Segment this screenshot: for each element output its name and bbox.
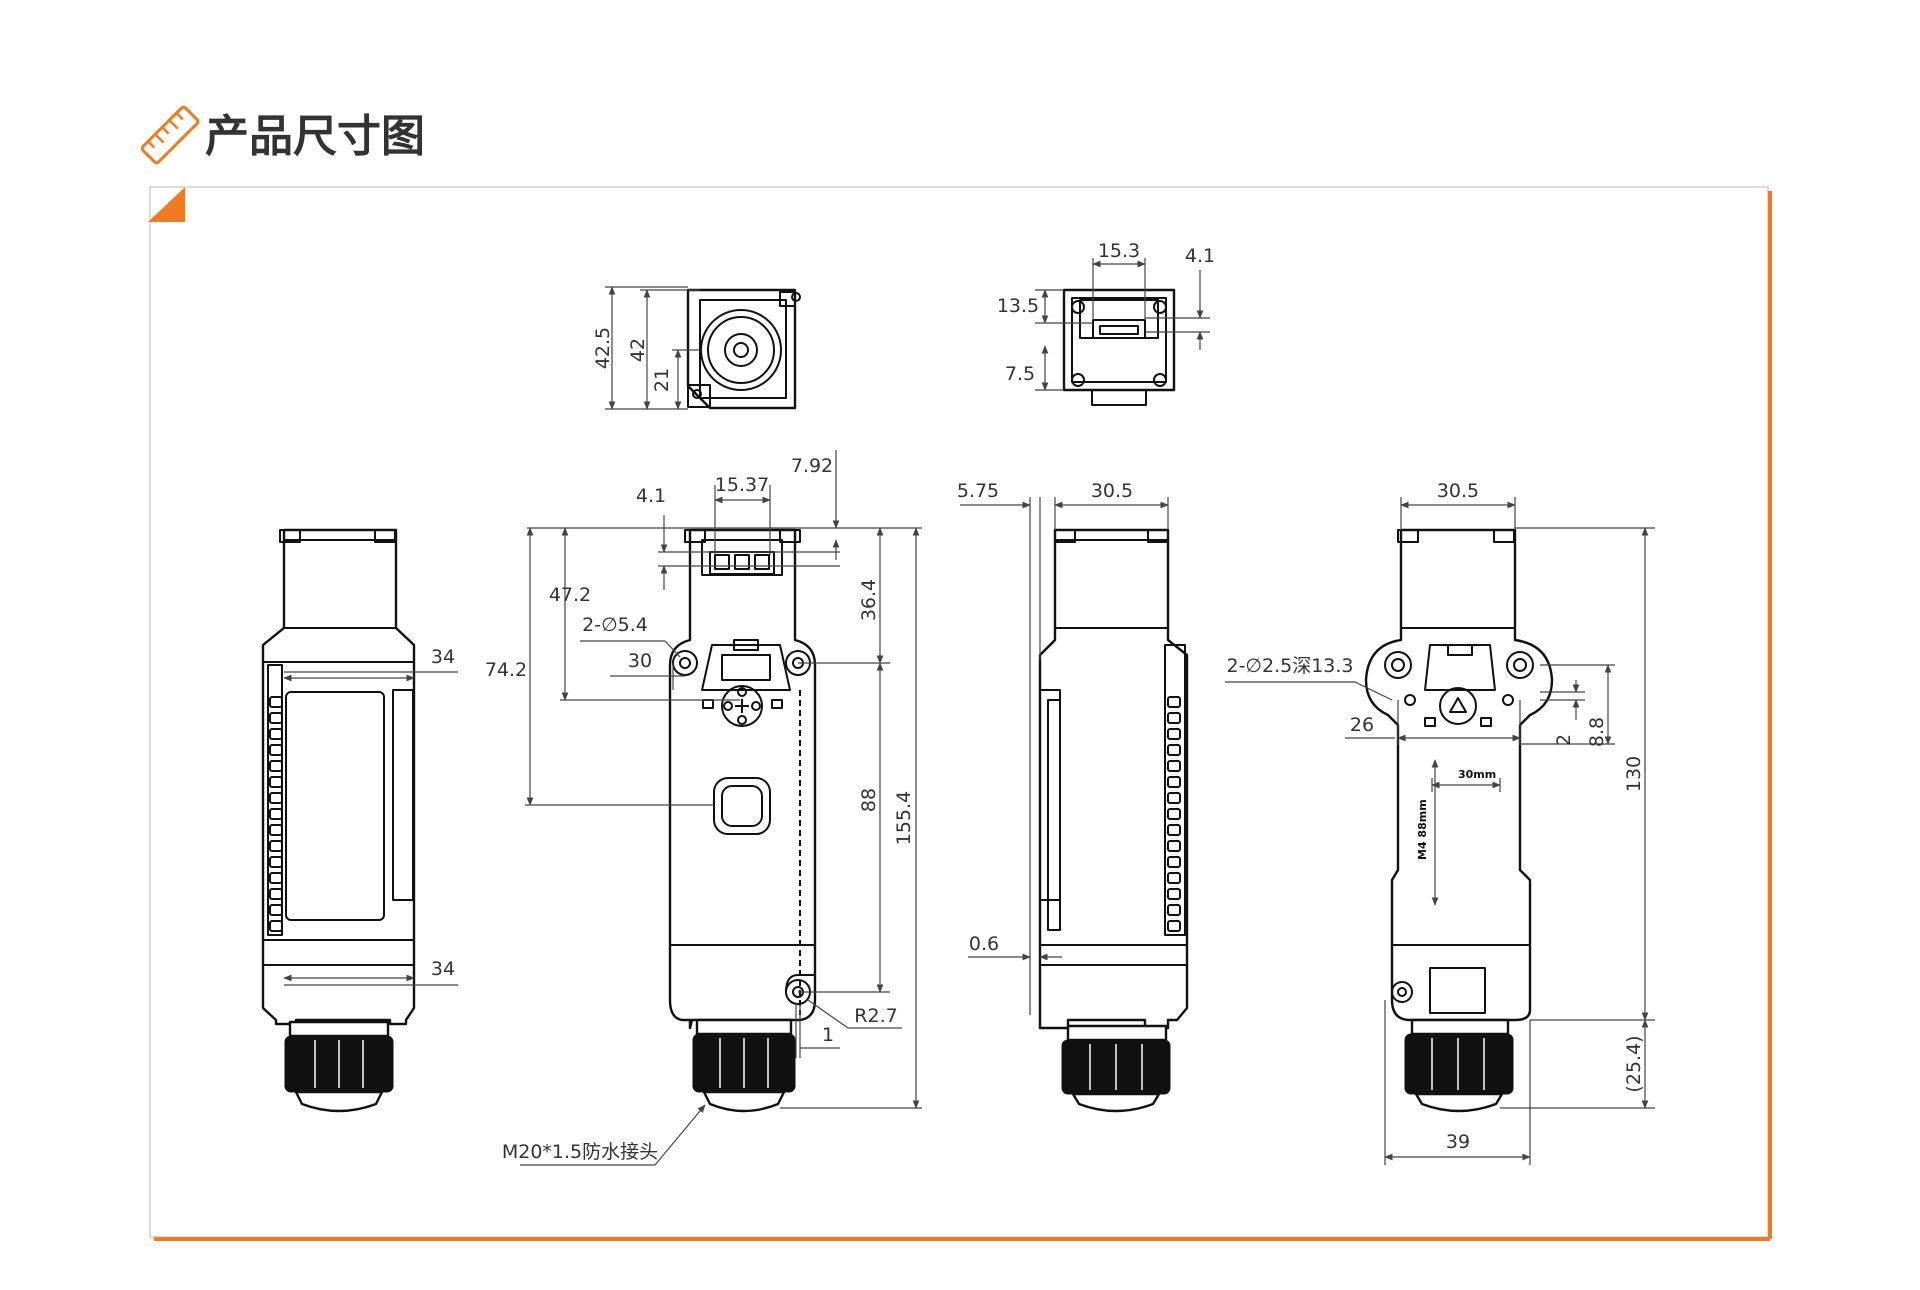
dim-15-37: 15.37 [715,474,769,496]
cable-gland-front [692,1018,796,1113]
dim-25-4: (25.4) [1623,1035,1645,1092]
cable-gland-left [284,1020,394,1113]
dim-7-92: 7.92 [791,455,833,477]
dim-47-2: 47.2 [549,584,591,606]
dim-2-phi-5-4: 2-∅5.4 [582,614,648,636]
side-view-right: 5.75 30.5 0.6 [957,480,1189,1113]
cable-gland-back [1404,1018,1514,1113]
dim-13-5: 13.5 [997,295,1039,317]
dim-42: 42 [627,338,649,362]
dim-2-back: 2 [1553,734,1575,746]
dim-30-5-back: 30.5 [1437,480,1479,502]
cable-gland-side-right [1061,1024,1171,1113]
unlock-icon-back [1480,717,1492,727]
dim-155-4: 155.4 [893,791,915,845]
slot-column-right [1167,696,1181,932]
dim-34-upper: 34 [431,646,455,668]
dim-21: 21 [651,368,673,392]
dim-7-5: 7.5 [1005,363,1035,385]
dim-26: 26 [1350,714,1374,736]
dim-4-1-top: 4.1 [1185,245,1215,267]
back-view: 30mm M4 88mm 30.5 2-∅2.5深13.3 26 2 [1225,480,1655,1165]
dim-4-1-front: 4.1 [636,485,666,507]
dim-0-6: 0.6 [969,933,999,955]
dim-30-5-side: 30.5 [1091,480,1133,502]
front-view: 7.92 15.37 4.1 47.2 2-∅5.4 30 74.2 36.4 … [485,450,922,1166]
dim-1: 1 [822,1024,834,1046]
marking-vertical: M4 88mm [1416,799,1429,860]
dim-2-phi-2-5: 2-∅2.5深13.3 [1226,655,1353,677]
dim-r2-7: R2.7 [854,1005,897,1027]
lock-icon-back [1424,717,1436,727]
dim-15-3: 15.3 [1098,240,1140,262]
dim-36-4: 36.4 [858,579,880,621]
dim-30-front: 30 [628,650,652,672]
slot-column [269,696,283,932]
dim-130: 130 [1623,756,1645,792]
marking-horizontal: 30mm [1458,768,1496,781]
corner-accent-shape [148,187,185,222]
top-end-view: 42.5 42 21 [592,286,801,410]
dim-5-75: 5.75 [957,480,999,502]
dim-34-lower: 34 [431,958,455,980]
ruler-icon [140,105,200,165]
side-view-left: 34 34 [261,528,458,1113]
top-plan-view: 15.3 4.1 13.5 7.5 [997,240,1215,406]
page-title: 产品尺寸图 [205,111,425,162]
connector-label: M20*1.5防水接头 [502,1141,658,1163]
dim-88: 88 [858,788,880,812]
dim-39: 39 [1446,1131,1470,1153]
dim-8-8: 8.8 [1586,717,1608,747]
dim-74-2: 74.2 [485,659,527,681]
unlock-icon [771,699,783,709]
dim-42-5: 42.5 [592,327,614,369]
